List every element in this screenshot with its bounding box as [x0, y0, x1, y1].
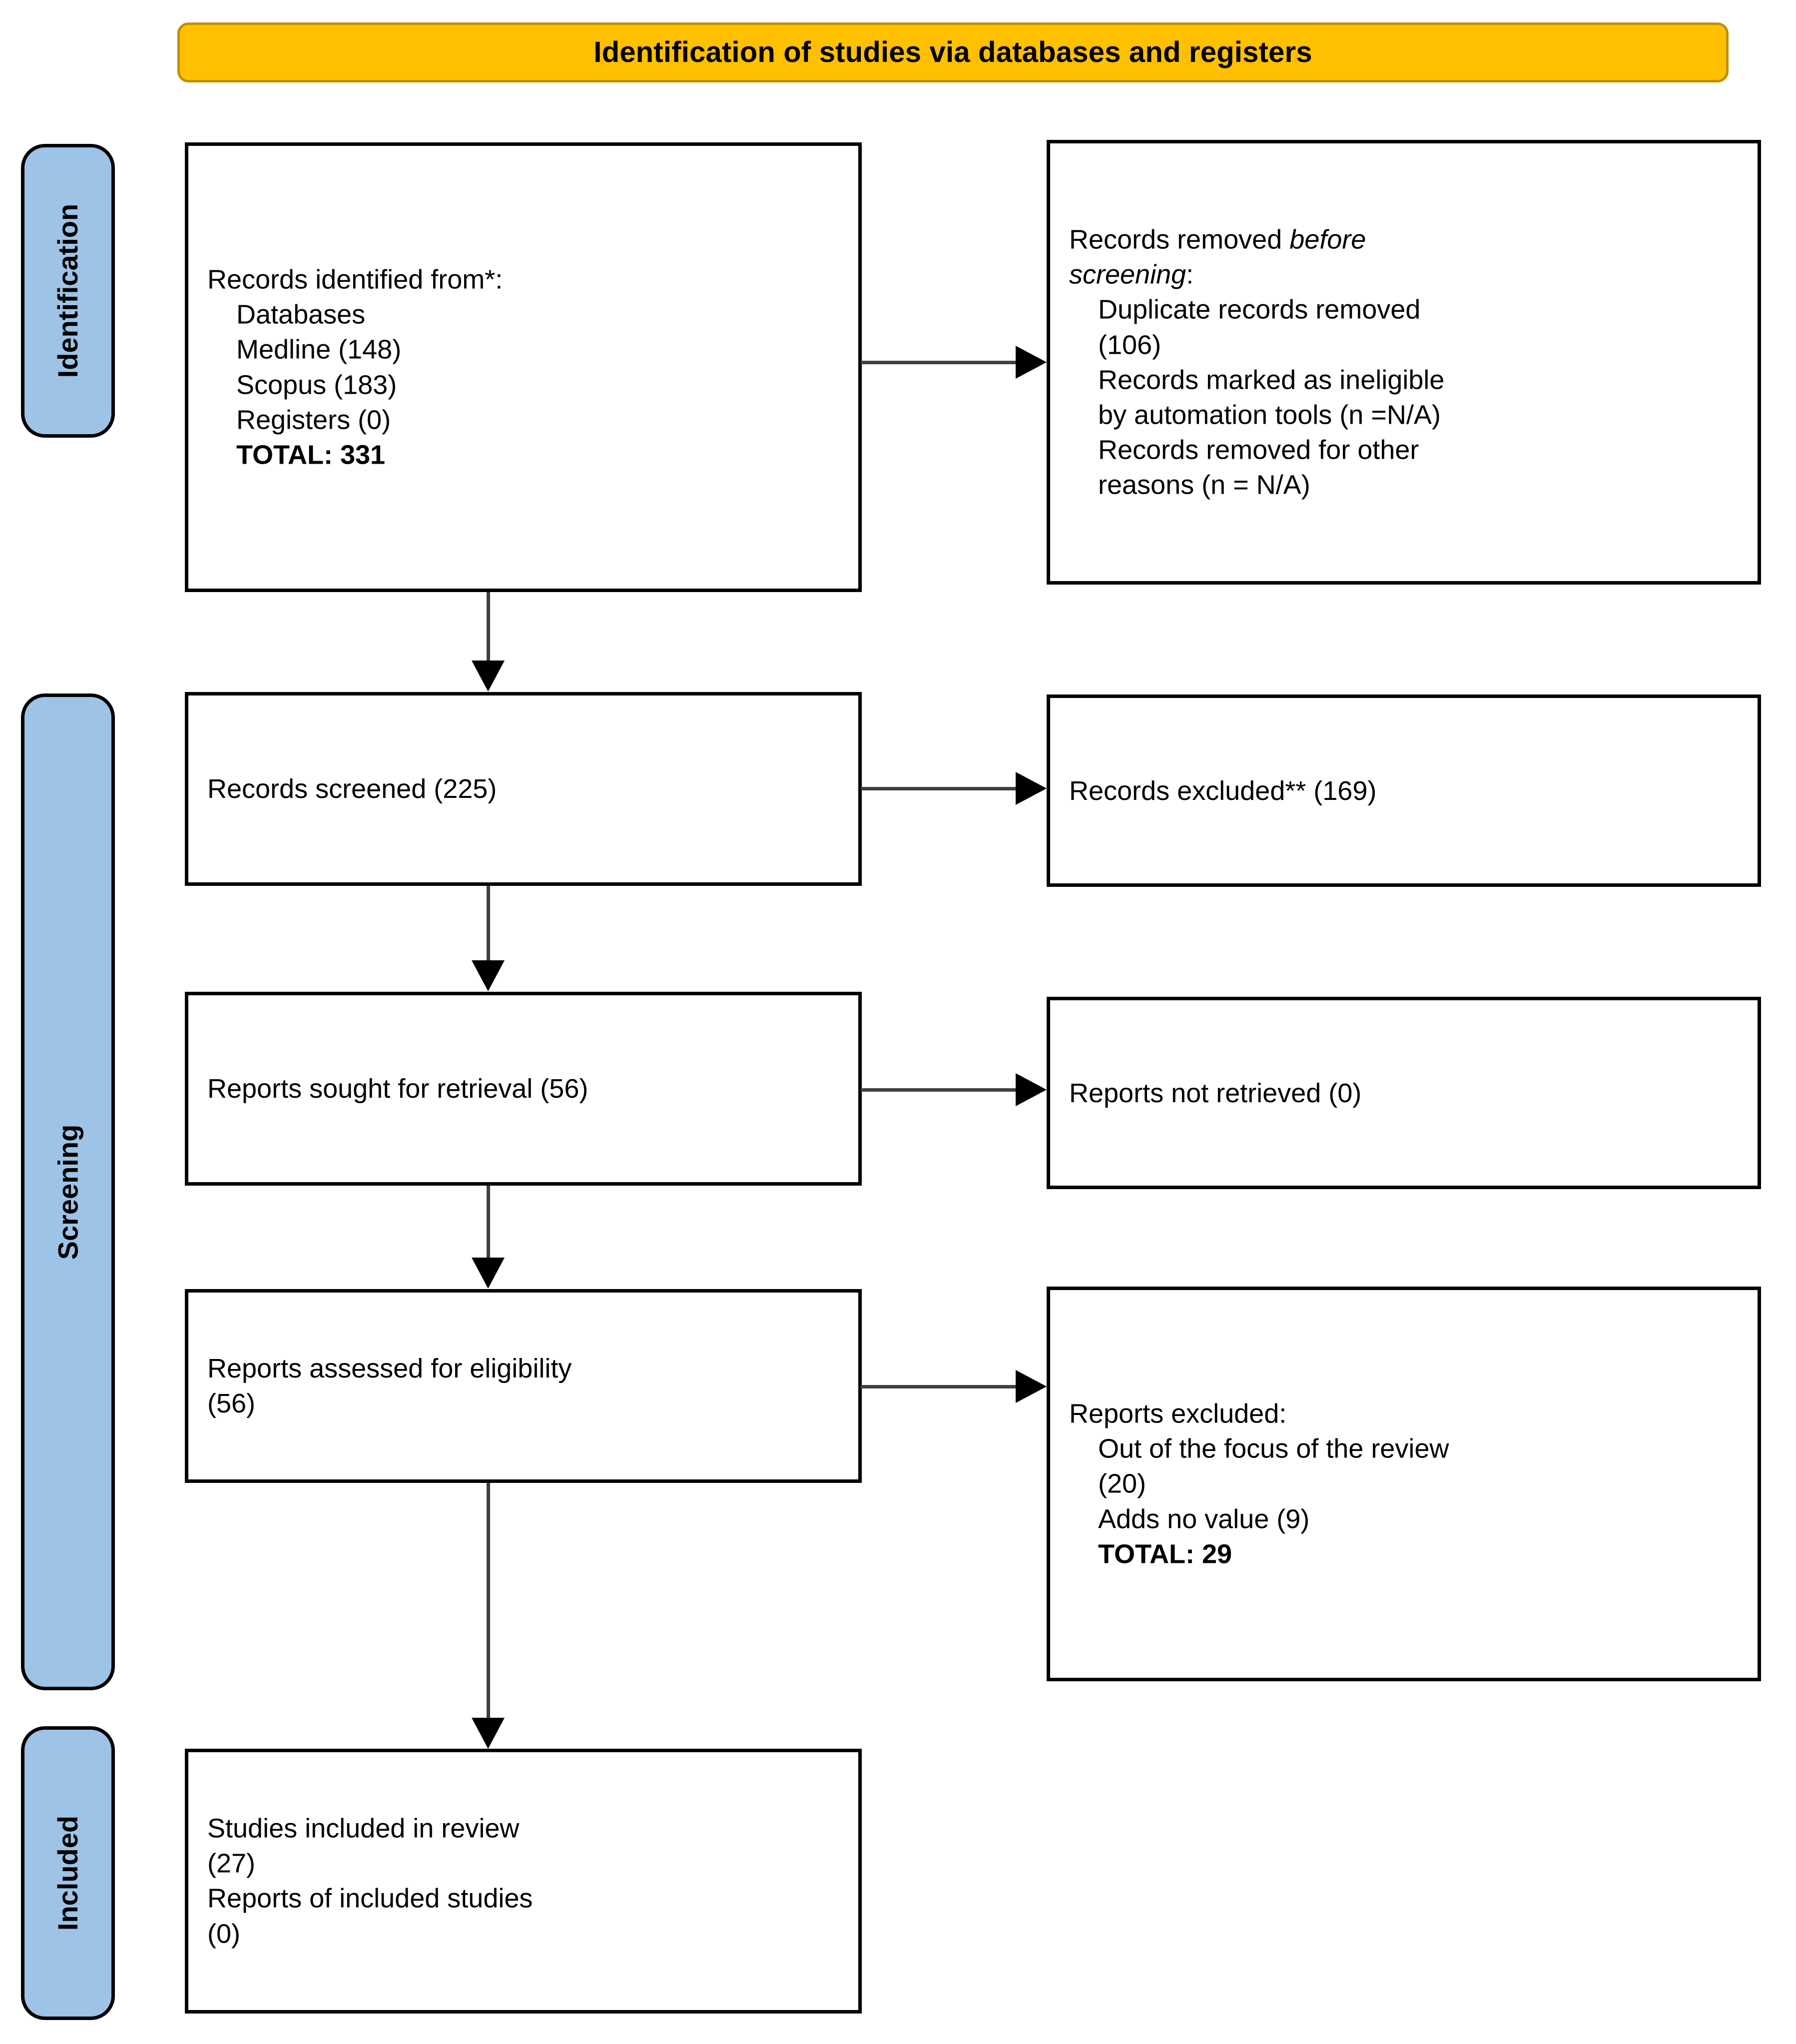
connector-assessed-to-reportsexcluded-line — [861, 1385, 1016, 1388]
connector-sought-to-notretrieved-arrowhead — [1016, 1073, 1047, 1106]
box-reports-sought-content: Reports sought for retrieval (56) — [207, 1071, 844, 1106]
connector-identified-to-removed-line — [861, 361, 1016, 364]
line-removed-other-2: reasons (n = N/A) — [1098, 470, 1310, 500]
line-records-identified-from: Records identified from*: — [207, 264, 503, 295]
stage-label-screening-text: Screening — [52, 1124, 84, 1260]
box-records-removed-before-screening: Records removed before screening: Duplic… — [1047, 140, 1761, 585]
line-scopus: Scopus (183) — [236, 370, 397, 400]
line-reports-assessed: Reports assessed for eligibility — [207, 1353, 572, 1383]
line-reports-of-included: Reports of included studies — [207, 1884, 533, 1914]
line-excluded-total: TOTAL: 29 — [1098, 1539, 1232, 1569]
stage-label-included-text: Included — [52, 1815, 84, 1931]
line-records-removed-head2: screening: — [1069, 257, 1744, 292]
box-reports-not-retrieved-content: Reports not retrieved (0) — [1069, 1075, 1744, 1110]
text-before-italic: before — [1289, 224, 1366, 255]
line-records-excluded: Records excluded** (169) — [1069, 775, 1377, 806]
line-duplicate-count: (106) — [1098, 329, 1162, 360]
connector-assessed-to-reportsexcluded-arrowhead — [1016, 1370, 1047, 1403]
box-reports-assessed-for-eligibility: Reports assessed for eligibility (56) — [185, 1289, 862, 1483]
box-records-identified-content: Records identified from*: Databases Medl… — [207, 262, 844, 472]
line-out-of-focus: Out of the focus of the review — [1098, 1433, 1449, 1464]
connector-identified-to-removed-arrowhead — [1016, 346, 1047, 379]
line-reports-not-retrieved: Reports not retrieved (0) — [1069, 1078, 1362, 1108]
stage-label-identification-text: Identification — [52, 203, 84, 378]
stage-label-included: Included — [21, 1726, 115, 2020]
connector-sought-to-notretrieved-line — [861, 1088, 1016, 1092]
stage-label-screening: Screening — [21, 693, 115, 1690]
text-colon: : — [1186, 259, 1194, 290]
diagram-title: Identification of studies via databases … — [594, 36, 1312, 68]
connector-screened-to-excluded-arrowhead — [1016, 772, 1047, 805]
text-screening-italic: screening — [1069, 259, 1187, 290]
line-duplicate-records-removed: Duplicate records removed — [1098, 294, 1421, 325]
box-records-screened-content: Records screened (225) — [207, 771, 844, 806]
connector-assessed-to-included-arrowhead — [472, 1718, 505, 1749]
line-records-screened: Records screened (225) — [207, 773, 497, 804]
diagram-title-banner: Identification of studies via databases … — [177, 22, 1729, 82]
text-records-removed: Records removed — [1069, 224, 1290, 255]
box-reports-assessed-content: Reports assessed for eligibility (56) — [207, 1351, 844, 1421]
box-studies-included-in-review: Studies included in review (27) Reports … — [185, 1749, 862, 2014]
connector-assessed-to-included-line — [487, 1483, 490, 1720]
box-reports-not-retrieved: Reports not retrieved (0) — [1047, 997, 1761, 1189]
box-reports-excluded: Reports excluded: Out of the focus of th… — [1047, 1287, 1761, 1681]
box-reports-excluded-content: Reports excluded: Out of the focus of th… — [1069, 1396, 1744, 1572]
connector-identified-to-screened-arrowhead — [472, 661, 505, 691]
box-records-excluded: Records excluded** (169) — [1047, 694, 1761, 887]
line-out-of-focus-count: (20) — [1098, 1468, 1147, 1499]
line-databases: Databases — [236, 299, 366, 330]
box-reports-sought-for-retrieval: Reports sought for retrieval (56) — [185, 992, 862, 1186]
connector-sought-to-assessed-arrowhead — [472, 1258, 505, 1289]
connector-sought-to-assessed-line — [487, 1186, 490, 1258]
connector-screened-to-sought-arrowhead — [472, 960, 505, 991]
line-studies-included: Studies included in review — [207, 1813, 520, 1844]
line-marked-ineligible-2: by automation tools (n =N/A) — [1098, 400, 1441, 430]
line-removed-other-1: Records removed for other — [1098, 435, 1419, 465]
stage-label-identification: Identification — [21, 144, 115, 438]
line-adds-no-value: Adds no value (9) — [1098, 1504, 1310, 1534]
line-reports-sought: Reports sought for retrieval (56) — [207, 1073, 589, 1104]
connector-screened-to-excluded-line — [861, 787, 1016, 790]
line-marked-ineligible-1: Records marked as ineligible — [1098, 365, 1445, 395]
connector-screened-to-sought-line — [487, 886, 490, 961]
line-reports-excluded-header: Reports excluded: — [1069, 1398, 1287, 1429]
box-records-screened: Records screened (225) — [185, 692, 862, 886]
line-records-removed-head1: Records removed before — [1069, 222, 1744, 257]
line-reports-assessed-count: (56) — [207, 1388, 256, 1418]
box-records-identified: Records identified from*: Databases Medl… — [185, 142, 862, 592]
line-medline: Medline (148) — [236, 334, 402, 365]
box-records-excluded-content: Records excluded** (169) — [1069, 773, 1744, 808]
line-identified-total: TOTAL: 331 — [236, 440, 386, 470]
connector-identified-to-screened-line — [487, 592, 490, 662]
line-studies-included-count: (27) — [207, 1848, 256, 1879]
box-studies-included-content: Studies included in review (27) Reports … — [207, 1811, 844, 1952]
box-records-removed-content: Records removed before screening: Duplic… — [1069, 222, 1744, 503]
line-reports-of-included-count: (0) — [207, 1919, 240, 1949]
line-registers: Registers (0) — [236, 405, 391, 435]
